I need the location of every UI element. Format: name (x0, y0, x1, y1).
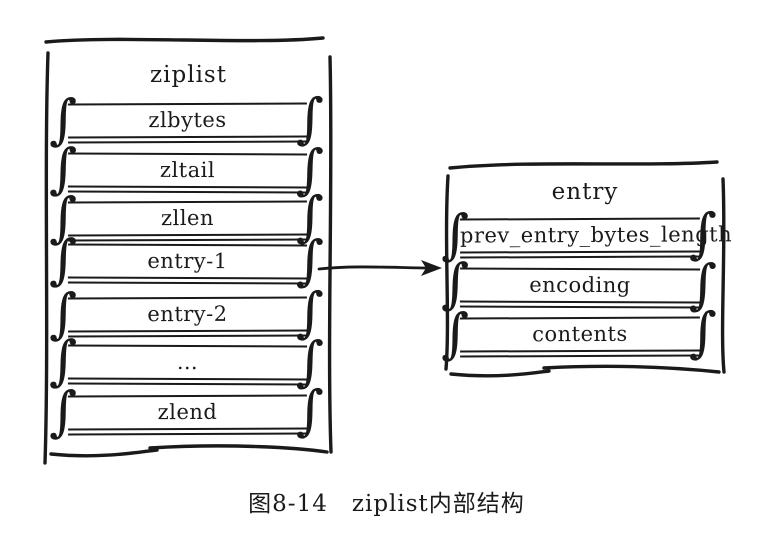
right-brace-icon: ∫ (688, 300, 718, 364)
field-row: ∫ encoding ∫ (441, 251, 717, 315)
field-row: ∫ entry-2 ∫ (49, 280, 324, 344)
field-row: ∫ entry-1 ∫ (49, 227, 324, 291)
field-label: zltail (159, 157, 216, 183)
field-label: prev_entry_bytes_length (459, 222, 733, 248)
ziplist-box-title: ziplist (150, 62, 227, 88)
entry-box-title: entry (551, 179, 619, 205)
field-row: ∫ contents ∫ (441, 300, 717, 364)
field-label: entry-2 (147, 301, 228, 327)
field-label: zlbytes (148, 107, 227, 133)
field-row: ∫ … ∫ (49, 328, 324, 392)
left-brace-icon: ∫ (48, 379, 78, 443)
field-label: zllen (160, 205, 215, 231)
figure-caption: 图8-14 ziplist内部结构 (248, 491, 525, 517)
field-row: ∫ zllen ∫ (49, 184, 324, 248)
field-row: ∫ prev_entry_bytes_length ∫ (441, 201, 733, 265)
field-label: … (176, 349, 199, 375)
ziplist-box-frame (43, 36, 333, 465)
right-brace-icon: ∫ (295, 228, 325, 292)
field-row: ∫ zlend ∫ (49, 378, 324, 442)
left-brace-icon: ∫ (440, 301, 470, 365)
arrowhead-icon (421, 260, 442, 276)
field-row: ∫ zlbytes ∫ (49, 86, 324, 150)
field-label: contents (532, 321, 628, 347)
field-label: zlend (157, 399, 218, 425)
right-brace-icon: ∫ (295, 378, 325, 442)
entry-box-frame (444, 160, 726, 378)
field-label: entry-1 (147, 248, 228, 274)
entry-arrow (317, 260, 442, 276)
left-brace-icon: ∫ (48, 227, 78, 291)
field-label: encoding (529, 272, 631, 298)
field-row: ∫ zltail ∫ (49, 136, 324, 200)
